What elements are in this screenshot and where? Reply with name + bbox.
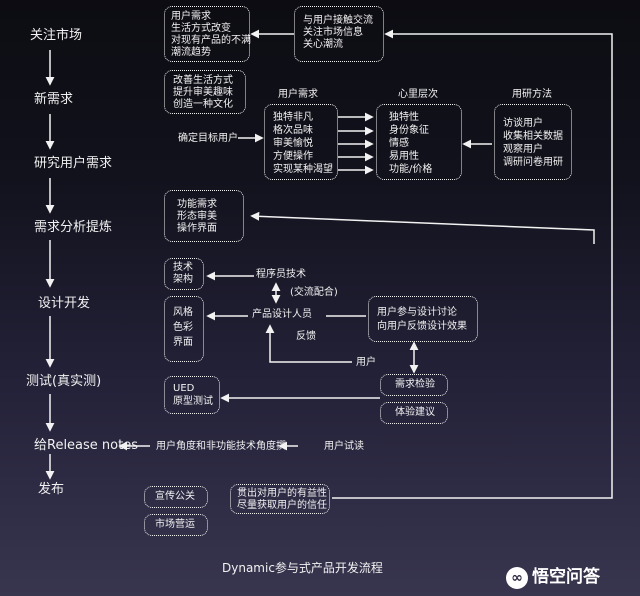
box-line: 宣传公关 [155,491,195,502]
box-line: 审美愉悦 [273,138,313,149]
box-line: 贯出对用户的有益性 [237,488,327,499]
box-line: 易用性 [389,151,419,162]
diagram-title: Dynamic参与式产品开发流程 [222,561,383,575]
stage-label: 设计开发 [38,296,91,311]
app-logo: ∞悟空问答 [506,562,600,589]
box-line: 观察用户 [503,144,543,155]
box-line: 改善生活方式 [173,75,233,86]
target-user-label: 确定目标用户 [178,133,238,144]
box-line: 潮流趋势 [171,47,211,58]
user-trial-label: 用户试读 [324,441,364,452]
feedback-label: 反馈 [296,331,316,342]
release-note-label: 用户角度和非功能技术角度撰 [156,441,286,452]
box-line: 访谈用户 [503,118,543,129]
market-ops-box: 市场营运 [144,514,208,536]
improve-box: 改善生活方式 提升审美趣味 创造一种文化 [164,70,246,114]
box-line: 色彩 [173,322,193,333]
arrow-to-analysis [250,211,595,244]
box-line: 格次品味 [273,125,313,136]
box-line: 原型测试 [173,396,213,407]
check-box: 需求检验 [380,374,448,396]
box-line: 市场营运 [155,519,195,530]
box-line: 形态审美 [177,211,217,222]
box-line: 用户需求 [171,11,211,22]
programmer-label: 程序员技术 [256,269,306,280]
psych-header: 心里层次 [398,89,438,100]
box-line: 情感 [389,138,409,149]
box-line: 提升审美趣味 [173,87,233,98]
logo-text: 悟空问答 [532,567,600,587]
box-line: 体验建议 [395,407,435,418]
box-line: 功能需求 [177,199,217,210]
stage-label: 新需求 [34,92,74,107]
stage-label: 给Release notes [34,438,138,453]
contact-box: 与用户接触交流 关注市场信息 关心潮流 [294,6,384,62]
needs-header: 用户需求 [278,89,318,100]
feedback-box: 贯出对用户的有益性 尽量获取用户的信任 [230,484,330,514]
stage-label: 需求分析提炼 [34,220,113,235]
box-line: 与用户接触交流 [303,15,373,26]
stage-label: 测试(真实测) [26,374,102,389]
experience-box: 体验建议 [380,402,448,424]
user-need-box: 用户需求 生活方式改变 对现有产品的不满 潮流趋势 [164,6,251,62]
user-label: 用户 [356,357,376,368]
box-line: 独特性 [389,112,419,123]
analysis-box: 功能需求 形态审美 操作界面 [164,190,244,242]
psych-box: 独特性 身份象征 情感 易用性 功能/价格 [376,104,462,180]
box-line: UED [173,383,195,394]
box-line: 尽量获取用户的信任 [237,500,327,511]
box-line: 需求检验 [395,379,435,390]
designer-label: 产品设计人员 [252,309,312,320]
stage-label: 关注市场 [30,28,83,43]
box-line: 操作界面 [177,223,217,234]
box-line: 风格 [173,307,193,318]
box-line: 向用户反馈设计效果 [377,321,467,332]
box-line: 功能/价格 [389,164,433,175]
box-line: 技术 [173,262,193,273]
style-box: 风格 色彩 界面 [164,296,204,362]
box-line: 独特非凡 [273,112,313,123]
box-line: 对现有产品的不满 [171,35,251,46]
box-line: 关注市场信息 [303,27,363,38]
stage-label: 发布 [38,482,65,497]
tech-box: 技术 架构 [164,258,204,290]
ued-box: UED 原型测试 [164,376,220,414]
arrow-feedback-loop [332,29,613,499]
box-line: 创造一种文化 [173,99,233,110]
box-line: 生活方式改变 [171,23,231,34]
box-line: 架构 [173,274,193,285]
participate-box: 用户参与设计讨论 向用户反馈设计效果 [368,296,478,342]
box-line: 身份象征 [389,125,429,136]
arrow-feedback-up [265,324,352,363]
methods-header: 用研方法 [512,89,552,100]
logo-icon: ∞ [506,567,528,589]
needs-box: 独特非凡 格次品味 审美愉悦 方便操作 实现某种渴望 [264,104,338,180]
box-line: 方便操作 [273,151,313,162]
box-line: 调研问卷用研 [503,157,563,168]
box-line: 关心潮流 [303,39,343,50]
stage-label: 研究用户需求 [34,156,113,171]
box-line: 用户参与设计讨论 [377,307,457,318]
promo-box: 宣传公关 [144,486,208,508]
exchange-label: (交流配合) [290,287,338,298]
box-line: 收集相关数据 [503,131,563,142]
methods-box: 访谈用户 收集相关数据 观察用户 调研问卷用研 [494,104,572,180]
box-line: 实现某种渴望 [273,164,333,175]
box-line: 界面 [173,337,193,348]
